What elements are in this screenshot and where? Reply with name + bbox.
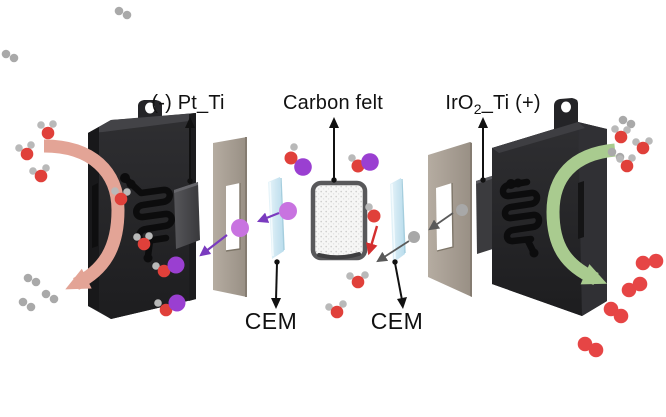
left-hanger-hole — [145, 102, 155, 114]
hydrated-cation — [348, 153, 379, 173]
cation — [231, 219, 249, 237]
right-gasket-window — [436, 183, 453, 251]
gray-transport-arrow — [376, 240, 410, 263]
hydrogen-molecule — [41, 289, 59, 304]
cem-right-label: CEM — [370, 308, 424, 334]
anode-label-prefix: IrO — [445, 92, 474, 114]
cathode-electrode-plate — [174, 182, 200, 249]
water-molecule — [111, 187, 131, 206]
cem-left-label: CEM — [244, 308, 298, 334]
water-molecule — [346, 271, 369, 289]
proton-sphere — [456, 204, 468, 216]
red-transport-arrow — [365, 225, 379, 256]
water-molecule — [611, 125, 631, 144]
oxygen-molecule — [577, 336, 604, 358]
water-molecule — [29, 164, 50, 183]
cation — [279, 202, 297, 220]
oxygen-molecule — [603, 301, 629, 324]
anolyte-flow-arrow — [546, 143, 616, 285]
left-gasket-window — [226, 183, 240, 251]
left-side-port — [92, 183, 98, 248]
oxygen-molecule — [621, 276, 648, 298]
right-gasket — [428, 142, 472, 297]
proton-sphere — [408, 231, 420, 243]
hydrogen-molecule — [1, 49, 19, 63]
cation-exchange-membrane-left — [268, 177, 285, 259]
cation-transport-arrow — [199, 234, 228, 257]
water-molecule — [632, 137, 653, 155]
label-pointers — [185, 117, 488, 309]
water-molecule — [37, 120, 57, 140]
right-hanger-hole — [561, 101, 571, 113]
carbon-felt — [310, 180, 368, 261]
catholyte-flow-arrow — [43, 139, 125, 290]
oxygen-molecule — [635, 253, 664, 271]
left-gasket — [213, 137, 247, 297]
hydrated-cation — [284, 143, 312, 176]
water-molecule — [15, 141, 35, 161]
gray-transport-arrow — [428, 212, 454, 231]
hydrogen-molecule — [23, 273, 41, 287]
water-molecule — [325, 300, 347, 319]
right-side-port — [578, 181, 584, 239]
hydrogen-molecule — [18, 297, 36, 312]
carbon-felt-label: Carbon felt — [282, 92, 384, 114]
anode-label-subscript: 2 — [473, 101, 482, 117]
anode-label-suffix: _Ti (+) — [481, 92, 541, 114]
cathode-label: (-) Pt_Ti — [151, 92, 225, 114]
hydrogen-molecule — [114, 6, 132, 20]
hydrogen-molecule — [618, 115, 636, 129]
cation-transport-arrow — [256, 211, 280, 223]
hydrated-cation — [154, 294, 186, 317]
cation-exchange-membrane-right — [390, 178, 406, 263]
anode-label: IrO2_Ti (+) — [445, 92, 540, 117]
water-molecule — [616, 154, 636, 173]
water-molecule — [133, 232, 153, 251]
water-molecule — [365, 203, 381, 223]
hydrated-cation — [152, 256, 185, 278]
